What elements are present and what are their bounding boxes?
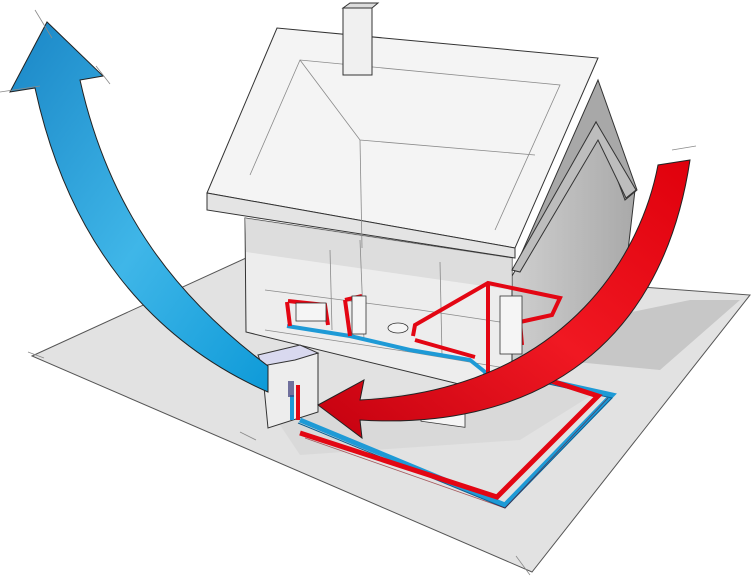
heat-pump-unit [257,344,320,429]
hot-water-tank [499,295,523,355]
chimney [342,7,373,76]
radiator [351,295,367,335]
washbasin [387,322,409,334]
blue-curved-arrow-icon [9,21,269,393]
red-curved-arrow-icon [317,159,691,440]
house-roof [206,2,638,273]
construction-lines [0,9,697,576]
radiator [295,302,327,322]
